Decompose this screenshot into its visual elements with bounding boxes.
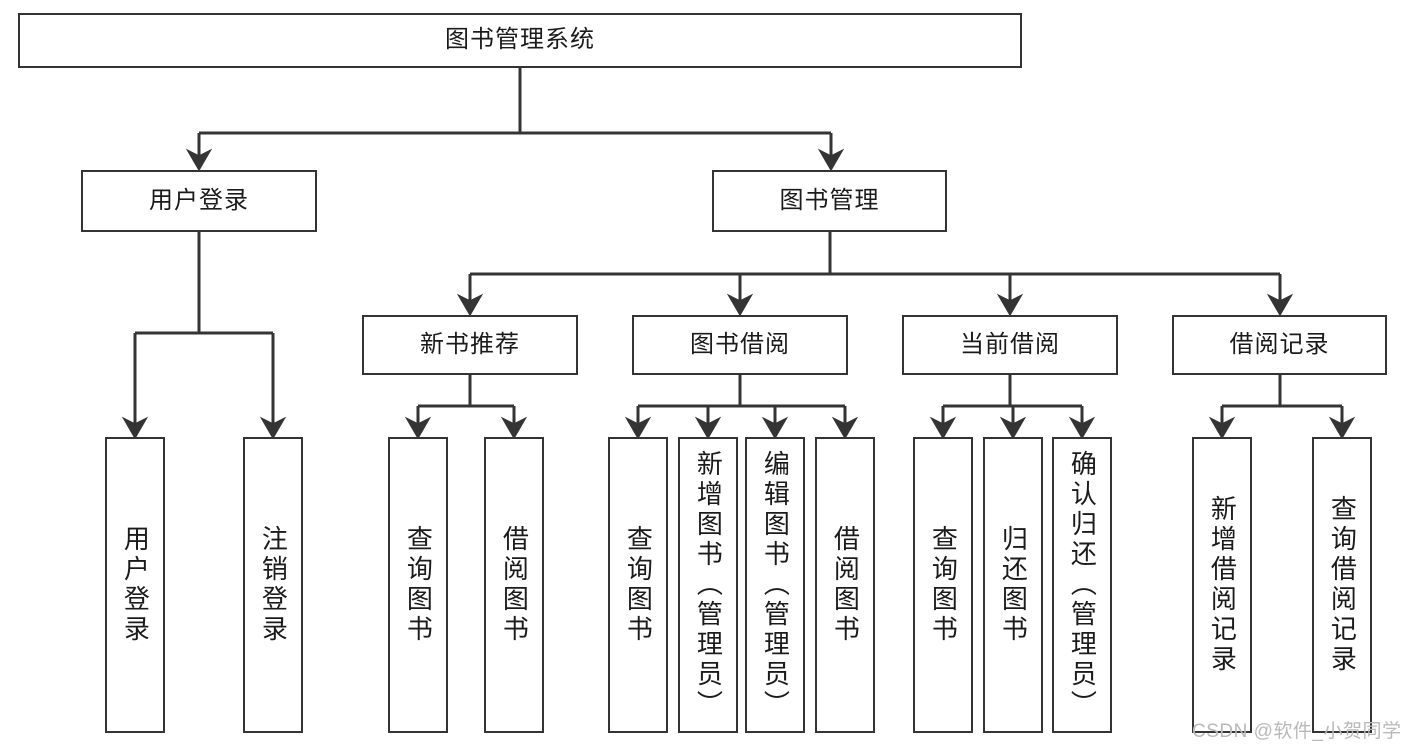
node-leaf-query-book-2-label: 查询图书 [623, 525, 654, 645]
watermark: CSDN @软件_小贺同学 [1192, 721, 1402, 742]
node-root-label: 图书管理系统 [445, 26, 595, 54]
node-leaf-query-book-3[interactable]: 查询图书 [913, 437, 973, 733]
node-leaf-add-record-label: 新增借阅记录 [1207, 495, 1238, 675]
node-leaf-query-book-1[interactable]: 查询图书 [388, 437, 448, 733]
node-borrow-record-label: 借阅记录 [1229, 330, 1330, 358]
node-book-borrow-label: 图书借阅 [690, 330, 790, 358]
node-leaf-confirm-return-label: 确认归还（管理员） [1067, 450, 1098, 720]
node-root[interactable]: 图书管理系统 [18, 13, 1022, 68]
node-leaf-query-book-2[interactable]: 查询图书 [608, 437, 668, 733]
node-book-manage-label: 图书管理 [779, 186, 880, 214]
node-leaf-add-record[interactable]: 新增借阅记录 [1192, 437, 1252, 733]
node-leaf-add-book[interactable]: 新增图书（管理员） [678, 437, 738, 733]
node-leaf-query-record-label: 查询借阅记录 [1327, 495, 1358, 675]
node-leaf-edit-book-label: 编辑图书（管理员） [760, 450, 791, 720]
node-leaf-user-login[interactable]: 用户登录 [105, 437, 165, 733]
node-leaf-return-book[interactable]: 归还图书 [983, 437, 1043, 733]
node-leaf-confirm-return[interactable]: 确认归还（管理员） [1052, 437, 1112, 733]
node-leaf-user-logout[interactable]: 注销登录 [243, 437, 303, 733]
node-new-book-recommend[interactable]: 新书推荐 [362, 315, 578, 375]
node-leaf-return-book-label: 归还图书 [998, 525, 1029, 645]
node-leaf-borrow-book-1[interactable]: 借阅图书 [484, 437, 544, 733]
node-leaf-user-logout-label: 注销登录 [258, 525, 289, 645]
node-leaf-user-login-label: 用户登录 [120, 525, 151, 645]
node-book-borrow[interactable]: 图书借阅 [632, 315, 848, 375]
node-current-borrow[interactable]: 当前借阅 [902, 315, 1118, 375]
node-leaf-add-book-label: 新增图书（管理员） [693, 450, 724, 720]
node-leaf-query-record[interactable]: 查询借阅记录 [1312, 437, 1372, 733]
node-borrow-record[interactable]: 借阅记录 [1172, 315, 1387, 375]
node-new-book-recommend-label: 新书推荐 [420, 330, 520, 358]
node-leaf-borrow-book-2-label: 借阅图书 [830, 525, 861, 645]
node-user-login[interactable]: 用户登录 [81, 170, 317, 232]
node-leaf-borrow-book-1-label: 借阅图书 [499, 525, 530, 645]
node-user-login-label: 用户登录 [149, 186, 249, 214]
node-leaf-borrow-book-2[interactable]: 借阅图书 [815, 437, 875, 733]
node-current-borrow-label: 当前借阅 [960, 330, 1060, 358]
node-leaf-edit-book[interactable]: 编辑图书（管理员） [745, 437, 805, 733]
node-leaf-query-book-1-label: 查询图书 [403, 525, 434, 645]
node-book-manage[interactable]: 图书管理 [712, 170, 947, 232]
node-leaf-query-book-3-label: 查询图书 [928, 525, 959, 645]
